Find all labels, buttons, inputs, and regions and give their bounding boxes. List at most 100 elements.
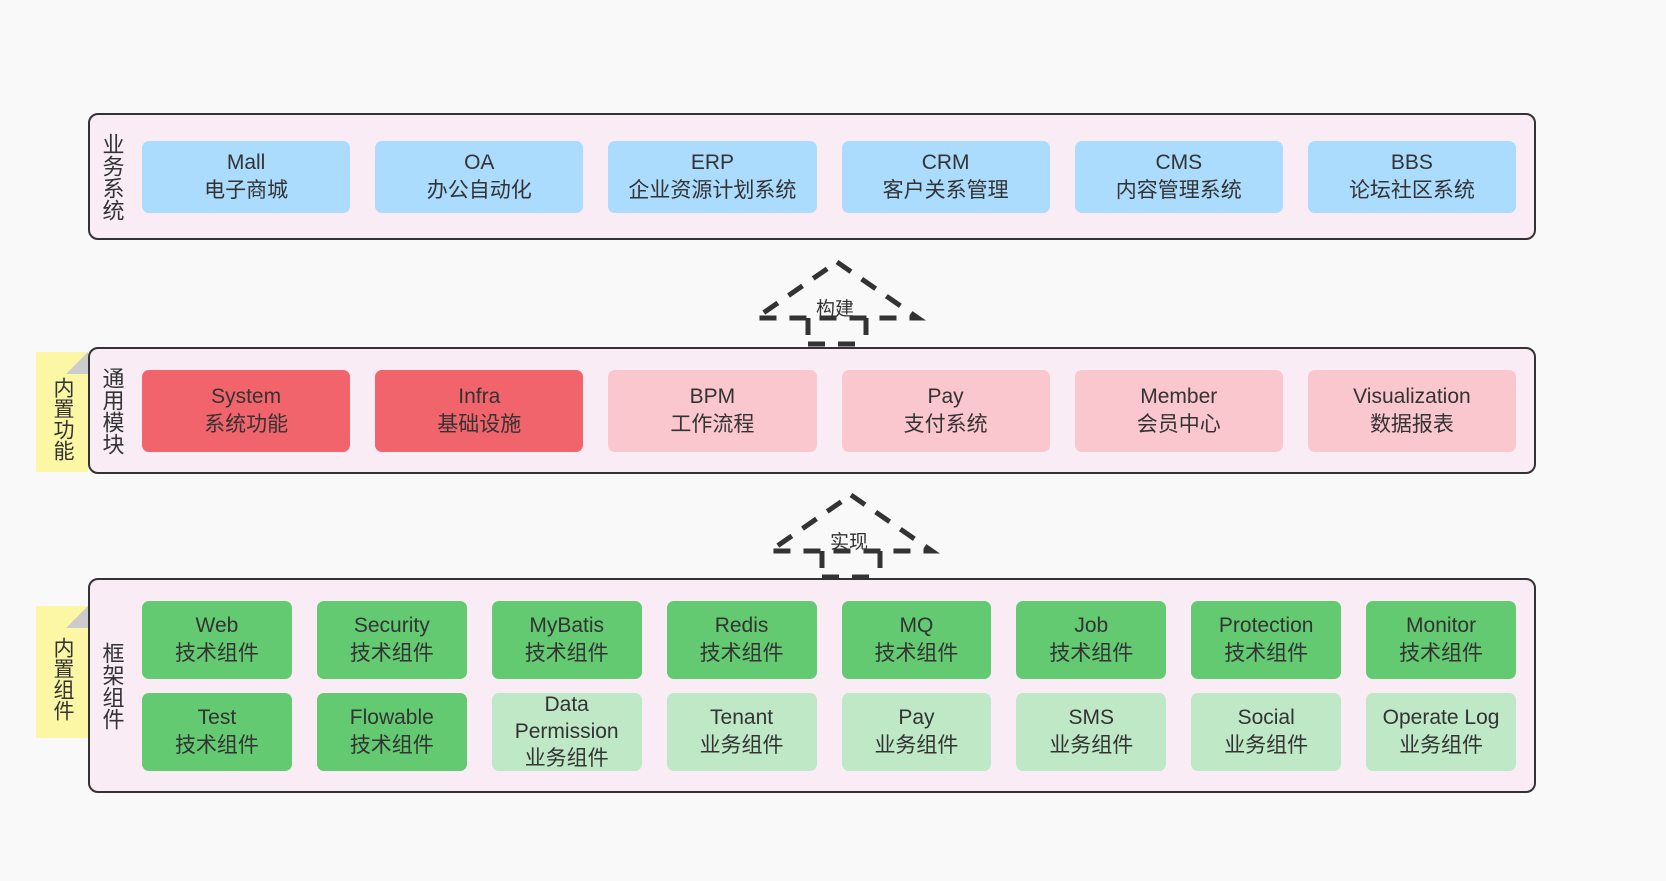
node-desc: 论坛社区系统	[1348, 178, 1475, 202]
node-desc: 技术组件	[174, 733, 259, 757]
connector-label-build: 构建	[816, 299, 855, 320]
layer-body-business: Mall 电子商城 OA 办公自动化 ERP 企业资源计划系统 CRM 客户关系…	[134, 115, 1534, 238]
node-monitor[interactable]: Monitor 技术组件	[1366, 600, 1516, 679]
connector-implement: 实现	[761, 491, 941, 580]
node-desc: 业务组件	[699, 733, 784, 757]
node-job[interactable]: Job 技术组件	[1016, 600, 1167, 679]
node-desc: 技术组件	[699, 641, 784, 665]
node-pay[interactable]: Pay 支付系统	[841, 369, 1050, 452]
node-mq[interactable]: MQ 技术组件	[841, 600, 992, 679]
node-erp[interactable]: ERP 企业资源计划系统	[608, 140, 817, 213]
node-name: Flowable	[349, 706, 434, 730]
generalization-arrow-icon	[747, 258, 927, 347]
node-infra[interactable]: Infra 基础设施	[375, 369, 584, 452]
node-cms[interactable]: CMS 内容管理系统	[1074, 140, 1283, 213]
layer-title-common: 通用模块	[99, 366, 125, 455]
node-data-permission[interactable]: Data Permission 业务组件	[491, 692, 642, 771]
node-desc: 技术组件	[1399, 641, 1484, 665]
layer-row: Web 技术组件 Security 技术组件 MyBatis 技术组件 Redi…	[142, 600, 1516, 679]
node-name: SMS	[1068, 706, 1115, 730]
layer-business-system: 业务系统 Mall 电子商城 OA 办公自动化 ERP 企业资源计划系统 CRM…	[88, 113, 1536, 240]
node-name: Pay	[898, 706, 935, 730]
node-desc: 业务组件	[1224, 733, 1309, 757]
node-desc: 内容管理系统	[1115, 178, 1242, 202]
node-test[interactable]: Test 技术组件	[142, 692, 292, 771]
node-mybatis[interactable]: MyBatis 技术组件	[491, 600, 642, 679]
node-protection[interactable]: Protection 技术组件	[1191, 600, 1342, 679]
layer-body-common: System 系统功能 Infra 基础设施 BPM 工作流程 Pay 支付系统…	[134, 349, 1534, 472]
node-name: MyBatis	[529, 614, 605, 638]
node-system[interactable]: System 系统功能	[142, 369, 351, 452]
generalization-arrow-icon	[761, 491, 941, 580]
connector-build: 构建	[747, 258, 927, 347]
node-desc: 技术组件	[874, 641, 959, 665]
note-builtin-component: 内置组件	[36, 606, 88, 738]
node-name: Mall	[226, 151, 266, 175]
node-name: OA	[464, 151, 495, 175]
node-name: Data Permission	[514, 692, 619, 743]
node-desc: 业务组件	[1049, 733, 1134, 757]
node-desc: 业务组件	[524, 747, 609, 771]
note-label: 内置组件	[50, 637, 74, 721]
node-desc: 业务组件	[874, 733, 959, 757]
node-security[interactable]: Security 技术组件	[316, 600, 467, 679]
note-builtin-function: 内置功能	[36, 352, 88, 472]
node-name: MQ	[899, 614, 934, 638]
node-member[interactable]: Member 会员中心	[1074, 369, 1283, 452]
node-web[interactable]: Web 技术组件	[142, 600, 292, 679]
node-name: CMS	[1155, 151, 1203, 175]
node-name: Operate Log	[1382, 706, 1500, 730]
node-mall[interactable]: Mall 电子商城	[142, 140, 351, 213]
node-name: Redis	[714, 614, 769, 638]
node-desc: 系统功能	[204, 412, 289, 436]
node-name: Protection	[1218, 614, 1314, 638]
node-name: Monitor	[1406, 614, 1477, 638]
node-desc: 会员中心	[1136, 412, 1221, 436]
node-bpm[interactable]: BPM 工作流程	[608, 369, 817, 452]
node-desc: 企业资源计划系统	[628, 178, 797, 202]
layer-title-business: 业务系统	[99, 132, 125, 221]
node-flowable[interactable]: Flowable 技术组件	[316, 692, 467, 771]
node-crm[interactable]: CRM 客户关系管理	[841, 140, 1050, 213]
layer-body-framework: Web 技术组件 Security 技术组件 MyBatis 技术组件 Redi…	[134, 580, 1534, 791]
node-name: CRM	[921, 151, 970, 175]
node-desc: 技术组件	[1049, 641, 1134, 665]
node-redis[interactable]: Redis 技术组件	[666, 600, 817, 679]
node-visualization[interactable]: Visualization 数据报表	[1307, 369, 1517, 452]
node-oa[interactable]: OA 办公自动化	[375, 140, 584, 213]
node-bbs[interactable]: BBS 论坛社区系统	[1307, 140, 1517, 213]
node-desc: 业务组件	[1399, 733, 1484, 757]
node-desc: 数据报表	[1369, 412, 1454, 436]
node-desc: 支付系统	[903, 412, 988, 436]
node-name: BBS	[1390, 151, 1433, 175]
node-name: Web	[195, 614, 239, 638]
layer-title-framework: 框架组件	[99, 641, 125, 730]
node-desc: 技术组件	[174, 641, 259, 665]
node-pay-component[interactable]: Pay 业务组件	[841, 692, 992, 771]
node-sms[interactable]: SMS 业务组件	[1016, 692, 1167, 771]
layer-row: Mall 电子商城 OA 办公自动化 ERP 企业资源计划系统 CRM 客户关系…	[142, 140, 1517, 213]
layer-common-module: 通用模块 System 系统功能 Infra 基础设施 BPM 工作流程 Pay…	[88, 347, 1536, 474]
layer-row: System 系统功能 Infra 基础设施 BPM 工作流程 Pay 支付系统…	[142, 369, 1517, 452]
note-label: 内置功能	[50, 377, 74, 461]
node-name: BPM	[689, 385, 736, 409]
node-name: Tenant	[710, 706, 774, 730]
node-name: Job	[1074, 614, 1109, 638]
node-name: System	[211, 385, 282, 409]
node-desc: 技术组件	[349, 733, 434, 757]
node-operate-log[interactable]: Operate Log 业务组件	[1366, 692, 1516, 771]
node-social[interactable]: Social 业务组件	[1191, 692, 1342, 771]
layer-row: Test 技术组件 Flowable 技术组件 Data Permission …	[142, 692, 1516, 771]
node-desc: 技术组件	[524, 641, 609, 665]
node-name: Social	[1237, 706, 1295, 730]
node-tenant[interactable]: Tenant 业务组件	[666, 692, 817, 771]
connector-label-implement: 实现	[830, 532, 869, 553]
node-desc: 办公自动化	[426, 178, 532, 202]
node-desc: 电子商城	[204, 178, 289, 202]
node-name: Member	[1140, 385, 1218, 409]
node-desc: 工作流程	[670, 412, 755, 436]
node-desc: 客户关系管理	[882, 178, 1009, 202]
node-name: Pay	[927, 385, 964, 409]
node-desc: 技术组件	[1224, 641, 1309, 665]
